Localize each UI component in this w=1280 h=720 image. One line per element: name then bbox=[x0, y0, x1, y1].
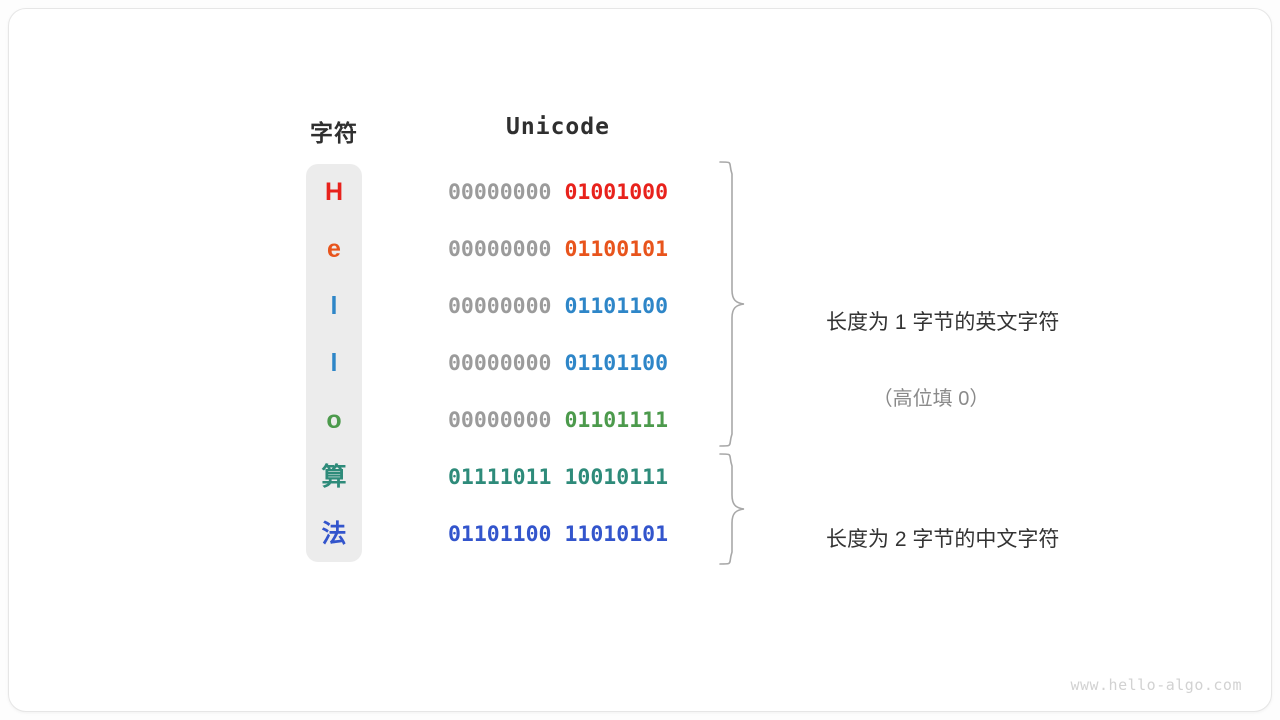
annotation-one-byte-sub: （高位填 0） bbox=[872, 388, 990, 410]
header-character: 字符 bbox=[310, 120, 358, 146]
annotation-two-byte-main: 长度为 2 字节的中文字符 bbox=[825, 528, 1060, 551]
header-unicode: Unicode bbox=[506, 114, 610, 140]
watermark: www.hello-algo.com bbox=[1070, 676, 1242, 694]
brace-two-byte bbox=[719, 453, 745, 565]
annotation-two-byte: 长度为 2 字节的中文字符 bbox=[784, 483, 1078, 597]
figure-card bbox=[8, 8, 1272, 712]
character-column-background bbox=[306, 164, 362, 562]
annotation-one-byte: 长度为 1 字节的英文字符 （高位填 0） bbox=[784, 266, 1078, 494]
annotation-one-byte-main: 长度为 1 字节的英文字符 bbox=[825, 311, 1060, 334]
brace-one-byte bbox=[719, 161, 745, 447]
